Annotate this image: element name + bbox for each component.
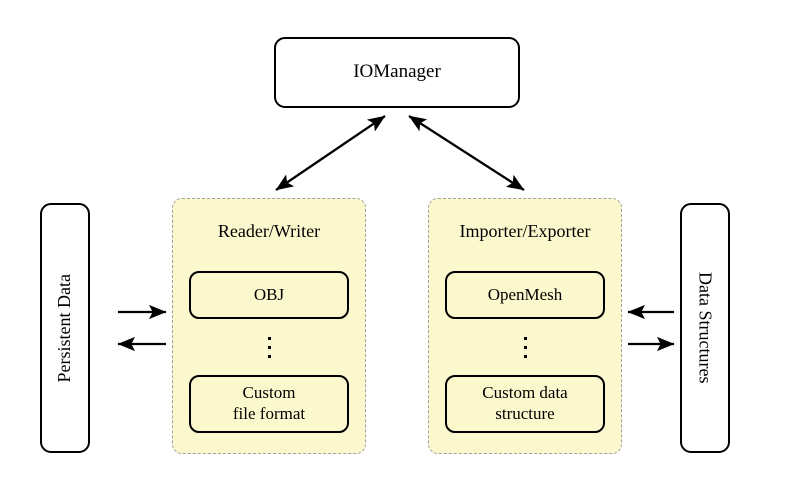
importer-exporter-item-openmesh-label: OpenMesh xyxy=(487,284,563,304)
reader-writer-panel: Reader/Writer OBJ Custom file format xyxy=(172,198,366,454)
reader-writer-item-custom-file-format-label: Custom file format xyxy=(233,383,305,424)
arrow-manager-importerexporter xyxy=(408,115,525,191)
io-manager-node: IOManager xyxy=(274,37,520,108)
arrow-manager-readerwriter xyxy=(275,115,386,191)
data-structures-label: Data Structures xyxy=(695,272,716,384)
reader-writer-panel-title: Reader/Writer xyxy=(217,221,321,241)
importer-exporter-panel-title: Importer/Exporter xyxy=(459,221,591,241)
persistent-data-label: Persistent Data xyxy=(54,273,75,383)
importer-exporter-item-custom-data-structure-label: Custom data structure xyxy=(482,383,567,424)
reader-writer-ellipsis-icon xyxy=(173,327,365,367)
reader-writer-item-obj: OBJ xyxy=(189,271,349,319)
importer-exporter-item-custom-data-structure: Custom data structure xyxy=(445,375,605,433)
importer-exporter-ellipsis-icon xyxy=(429,327,621,367)
io-manager-label: IOManager xyxy=(353,61,441,83)
reader-writer-item-custom-file-format: Custom file format xyxy=(189,375,349,433)
custom-file-format-line2: file format xyxy=(232,404,306,423)
importer-exporter-panel: Importer/Exporter OpenMesh Custom data s… xyxy=(428,198,622,454)
reader-writer-item-obj-label: OBJ xyxy=(253,284,285,304)
custom-file-format-line1: Custom xyxy=(242,383,296,403)
data-structures-node: Data Structures xyxy=(680,203,730,453)
custom-data-structure-line1: Custom data xyxy=(482,383,568,403)
persistent-data-node: Persistent Data xyxy=(40,203,90,453)
importer-exporter-item-openmesh: OpenMesh xyxy=(445,271,605,319)
custom-data-structure-line2: structure xyxy=(495,404,555,423)
